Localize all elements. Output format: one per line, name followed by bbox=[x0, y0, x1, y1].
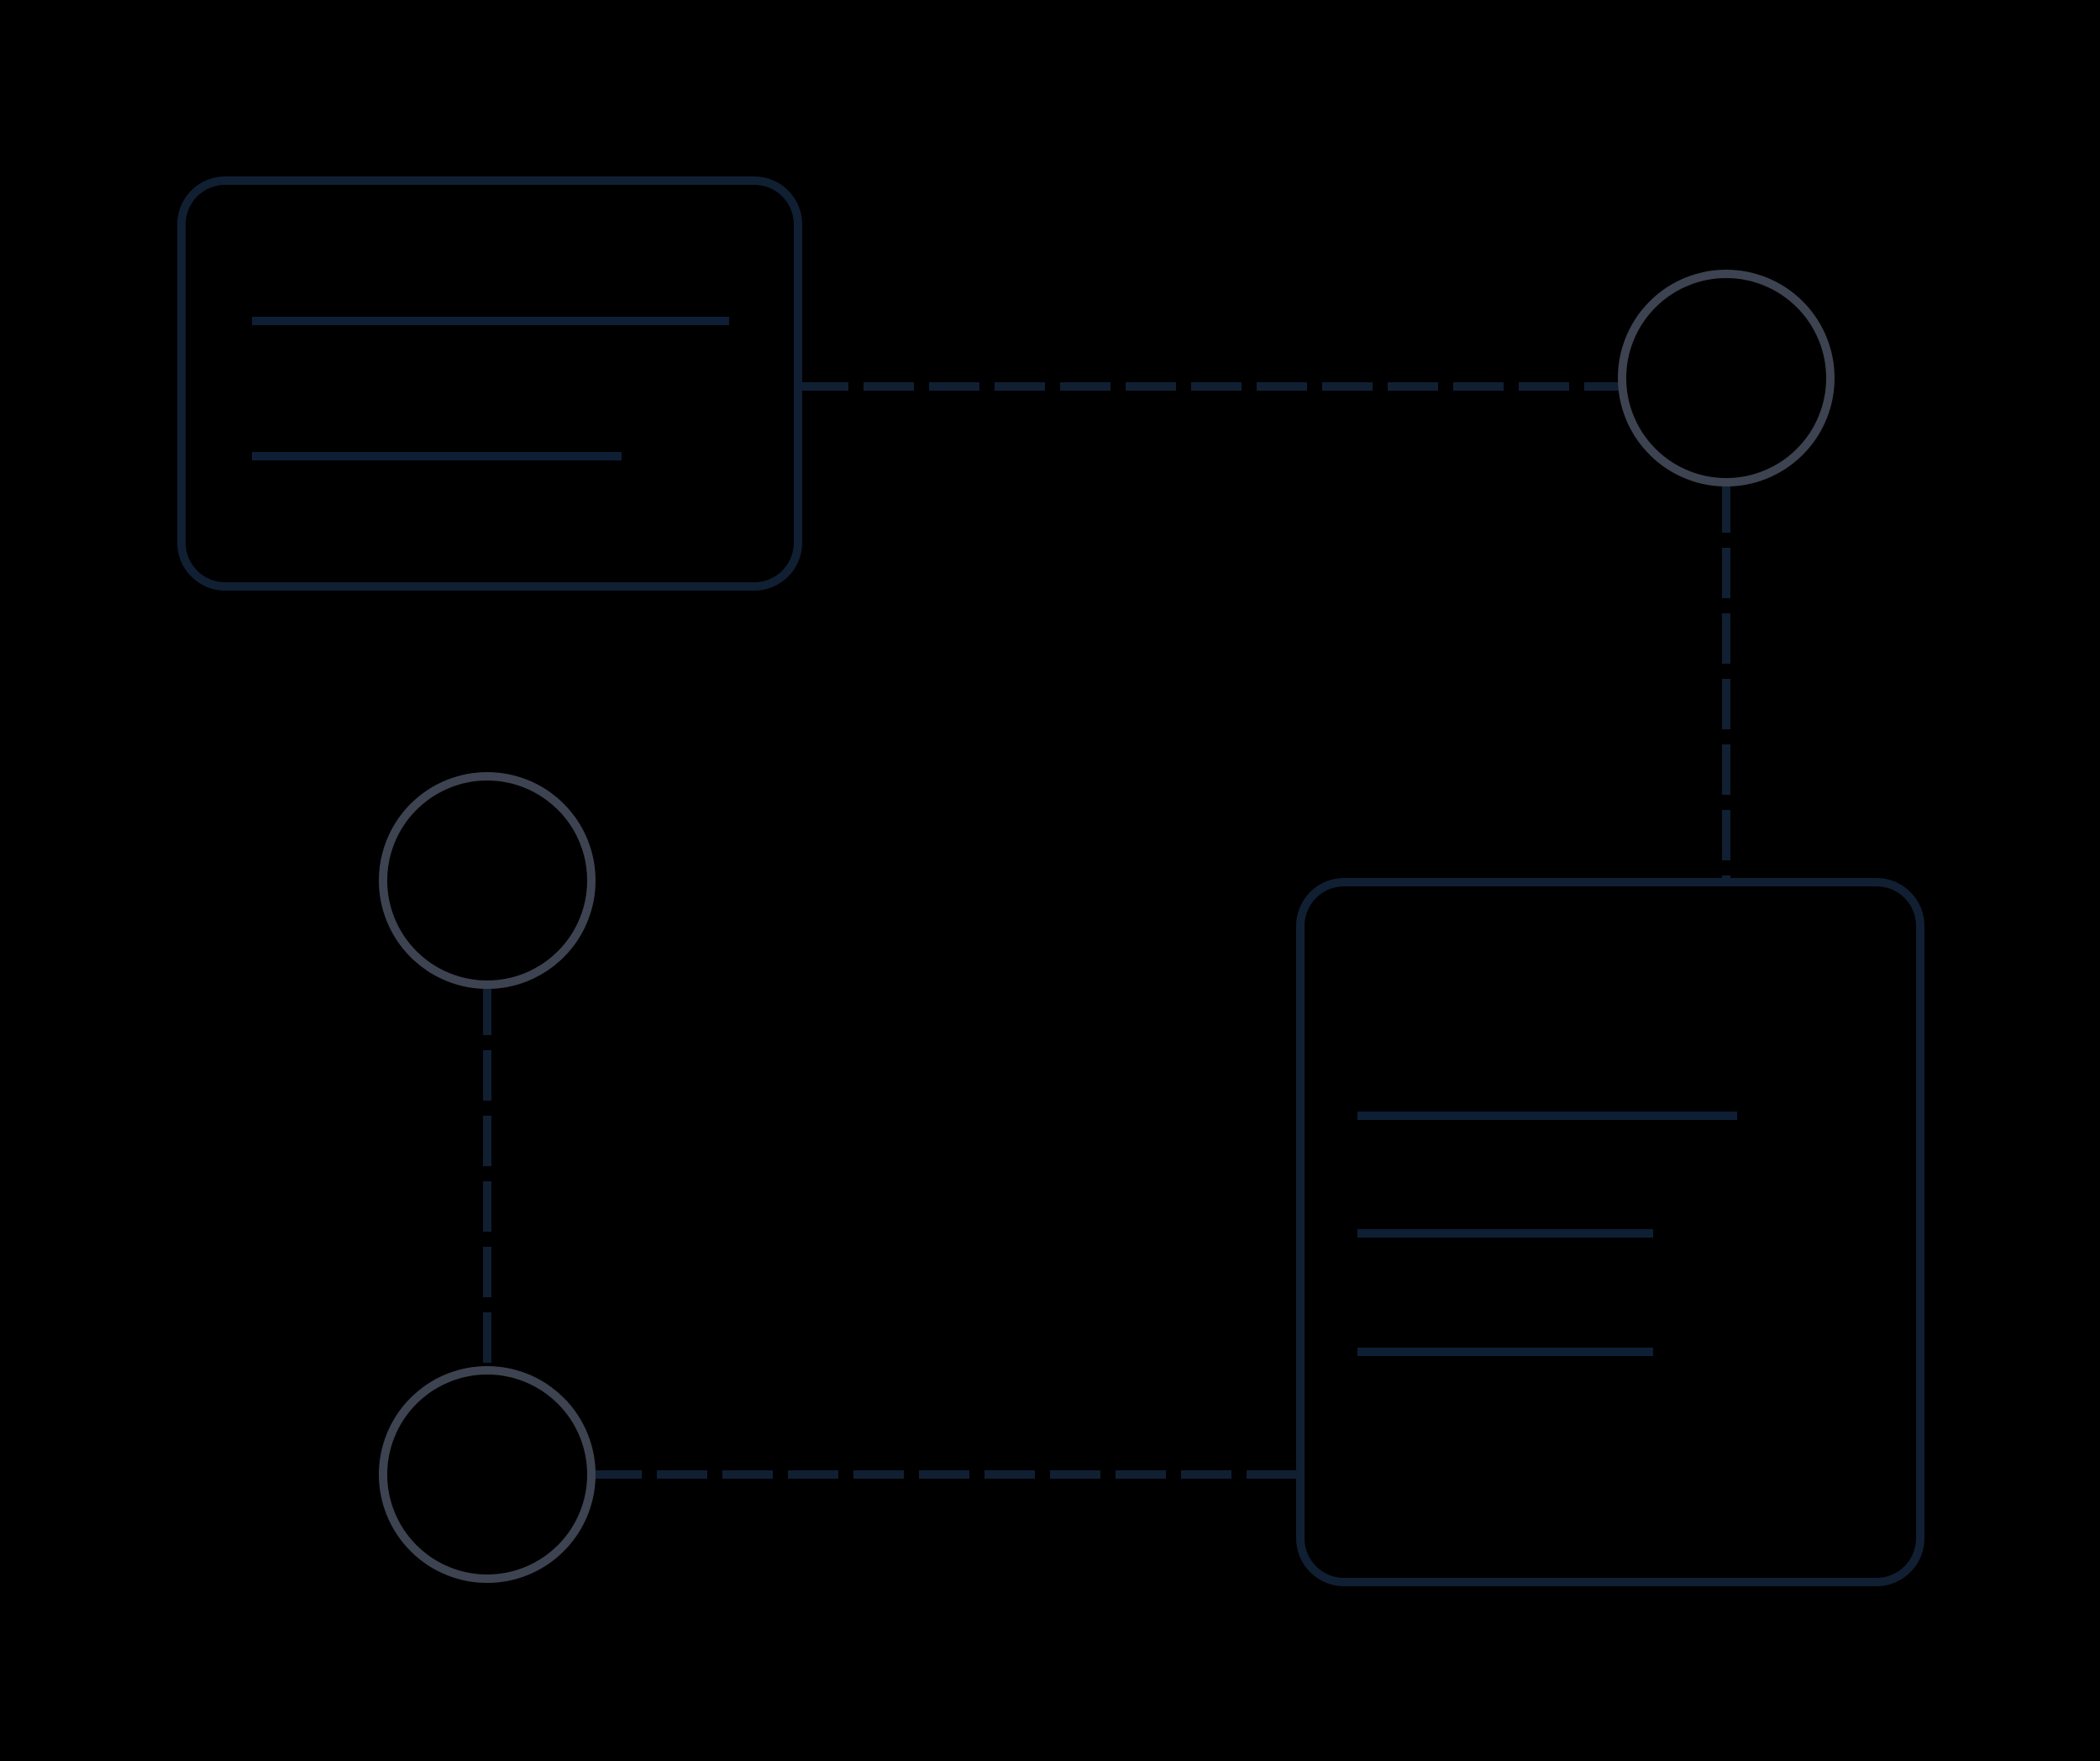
top-right-node[interactable] bbox=[1618, 270, 1835, 486]
bottom-left-node[interactable] bbox=[379, 1366, 596, 1583]
top-left-card-frame[interactable] bbox=[177, 176, 802, 591]
connector-layer bbox=[483, 382, 1730, 1479]
card-bottom-right[interactable] bbox=[1296, 878, 1924, 1586]
card-top-left[interactable] bbox=[177, 176, 802, 591]
middle-left-node[interactable] bbox=[379, 772, 596, 989]
node-layer bbox=[379, 270, 1835, 1583]
bottom-right-card-frame[interactable] bbox=[1296, 878, 1924, 1586]
